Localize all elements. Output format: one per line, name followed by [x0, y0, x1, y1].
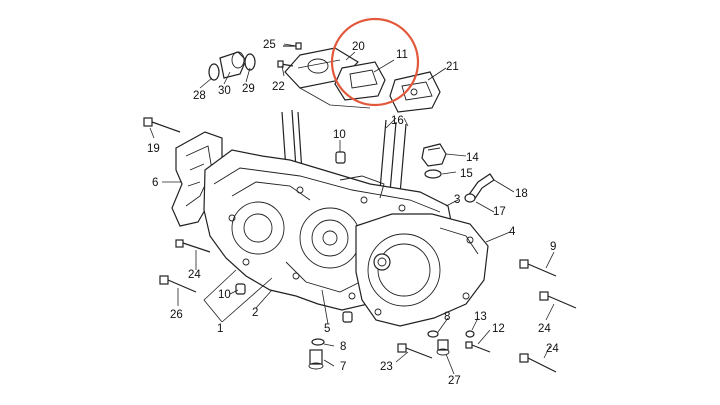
- o-ring-15-part: [424, 169, 442, 179]
- callout-3: 3: [454, 194, 460, 206]
- callout-8-right: 8: [444, 311, 450, 323]
- callout-1: 1: [217, 323, 223, 335]
- callout-10-lower: 10: [218, 289, 231, 301]
- callout-27: 27: [448, 375, 461, 387]
- callout-24-right-upper: 24: [538, 323, 551, 335]
- callout-25: 25: [263, 39, 276, 51]
- callout-17: 17: [493, 206, 506, 218]
- drain-plug-7-part: [308, 349, 324, 370]
- leader-lines: [149, 43, 555, 375]
- callout-26: 26: [170, 309, 183, 321]
- assembly-guide-line: [299, 87, 371, 109]
- oil-filler-cap-part: [421, 143, 447, 167]
- screw-22-part: [277, 60, 294, 68]
- callout-22: 22: [272, 81, 285, 93]
- callout-18: 18: [515, 188, 528, 200]
- callout-23: 23: [380, 361, 393, 373]
- callout-14: 14: [466, 152, 479, 164]
- callout-16: 16: [391, 115, 404, 127]
- callout-4: 4: [509, 226, 516, 238]
- bolt-9-part: [519, 259, 557, 277]
- callout-13: 13: [474, 311, 487, 323]
- washer-13-part: [465, 330, 475, 338]
- callout-8-left: 8: [340, 341, 346, 353]
- breather-pipe-part: [464, 173, 495, 203]
- pin-5-part: [342, 311, 353, 323]
- bolt-24-left-part: [175, 239, 211, 253]
- right-crankcase-cover-part: [355, 213, 489, 327]
- washer-8-right-part: [427, 330, 439, 338]
- callout-2: 2: [252, 307, 258, 319]
- callout-24-right-lower: 24: [546, 343, 559, 355]
- callout-7: 7: [340, 361, 346, 373]
- bolt-26-part: [159, 275, 197, 293]
- callout-5: 5: [324, 323, 330, 335]
- callout-9: 9: [550, 241, 556, 253]
- dowel-pin-10-upper-part: [335, 151, 346, 164]
- callout-21: 21: [446, 61, 459, 73]
- callout-20: 20: [352, 41, 365, 53]
- callout-10-upper: 10: [333, 129, 346, 141]
- plug-27-part: [436, 339, 450, 356]
- callout-15: 15: [460, 168, 473, 180]
- bolt-24-right-upper-part: [539, 291, 577, 309]
- highlight-circle: [330, 17, 420, 107]
- left-side-cover-part: [171, 131, 223, 227]
- bolt-12-part: [465, 341, 491, 353]
- intake-pipe-part: [219, 51, 247, 79]
- intake-clamp-left-part: [208, 63, 220, 81]
- bolt-24-right-lower-part: [519, 353, 557, 373]
- long-studs-part: [281, 109, 407, 195]
- callout-19: 19: [147, 143, 160, 155]
- callout-labels: 25 20 11 21 22 28 30 29 10 16 19 6 14 15…: [147, 39, 559, 387]
- callout-11: 11: [396, 49, 408, 61]
- callout-30: 30: [218, 85, 231, 97]
- callout-6: 6: [152, 177, 158, 189]
- intake-clamp-right-part: [244, 53, 256, 71]
- washer-8-left-part: [311, 338, 325, 346]
- callout-29: 29: [242, 83, 255, 95]
- bolt-23-part: [397, 343, 433, 359]
- gasket-21-part: [389, 71, 441, 113]
- callout-24-left: 24: [188, 269, 201, 281]
- bolt-19-part: [143, 117, 181, 133]
- dowel-pin-10-lower-part: [235, 283, 246, 295]
- reed-valve-part: [334, 61, 386, 101]
- callout-12: 12: [492, 323, 505, 335]
- callout-28: 28: [193, 90, 206, 102]
